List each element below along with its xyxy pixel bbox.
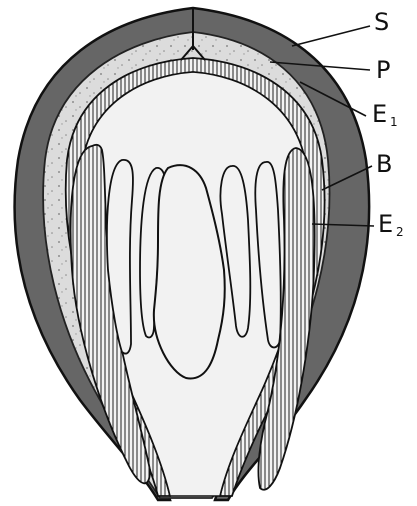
leader-s <box>292 26 370 46</box>
label-b: B <box>376 150 392 178</box>
label-e1-sub: 1 <box>390 115 398 129</box>
labels: S P E 1 B E 2 <box>372 8 404 239</box>
label-p: P <box>376 56 390 84</box>
label-e2: E <box>378 210 393 238</box>
label-e1: E <box>372 100 387 128</box>
label-e2-sub: 2 <box>396 225 404 239</box>
label-s: S <box>374 8 389 36</box>
